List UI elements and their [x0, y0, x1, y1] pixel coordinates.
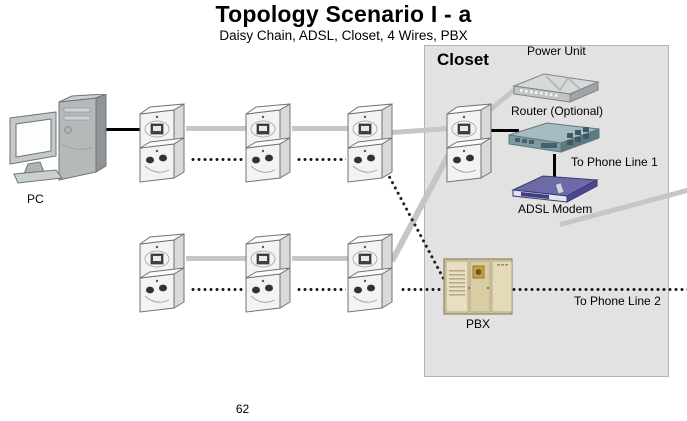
data-cable-top-2: [292, 126, 348, 131]
phone-line-top-1: [190, 158, 244, 161]
closet-region: [424, 45, 669, 377]
data-cable-bottom-2: [292, 256, 348, 261]
pbx-cabinet[interactable]: [443, 256, 513, 316]
phone-line-1-label: To Phone Line 1: [571, 155, 658, 169]
router-modem-cable: [553, 154, 556, 180]
page-title: Topology Scenario I - a: [215, 1, 472, 27]
phone-line-top-2: [296, 158, 346, 161]
pc-data-cable: [72, 128, 150, 131]
pbx-label: PBX: [466, 317, 491, 331]
power-unit-label: Power Unit: [527, 44, 586, 58]
outlet-bottom-3[interactable]: [342, 230, 398, 314]
outlet-top-2[interactable]: [240, 100, 296, 184]
power-unit[interactable]: [510, 60, 602, 104]
router-label: Router (Optional): [511, 104, 604, 118]
data-cable-top-1: [186, 126, 246, 131]
page-number: 62: [235, 402, 250, 416]
closet-outlet-router-cable: [487, 129, 519, 132]
phone-line-bottom-3: [400, 288, 444, 291]
pc-label: PC: [27, 192, 44, 206]
outlet-top-1[interactable]: [134, 100, 190, 184]
outlet-closet[interactable]: [441, 100, 497, 184]
outlet-top-3[interactable]: [342, 100, 398, 184]
outlet-bottom-1[interactable]: [134, 230, 190, 314]
phone-line-bottom-2: [296, 288, 346, 291]
data-cable-bottom-1: [186, 256, 246, 261]
router[interactable]: [505, 121, 603, 156]
phone-line-2-label: To Phone Line 2: [574, 294, 661, 308]
phone-line-2-run: [511, 288, 687, 291]
pc-workstation: [4, 93, 114, 194]
page-subtitle: Daisy Chain, ADSL, Closet, 4 Wires, PBX: [219, 28, 468, 43]
phone-line-bottom-1: [190, 288, 244, 291]
closet-label: Closet: [437, 50, 489, 69]
adsl-modem-label: ADSL Modem: [518, 202, 593, 216]
adsl-modem[interactable]: [509, 174, 601, 206]
outlet-bottom-2[interactable]: [240, 230, 296, 314]
